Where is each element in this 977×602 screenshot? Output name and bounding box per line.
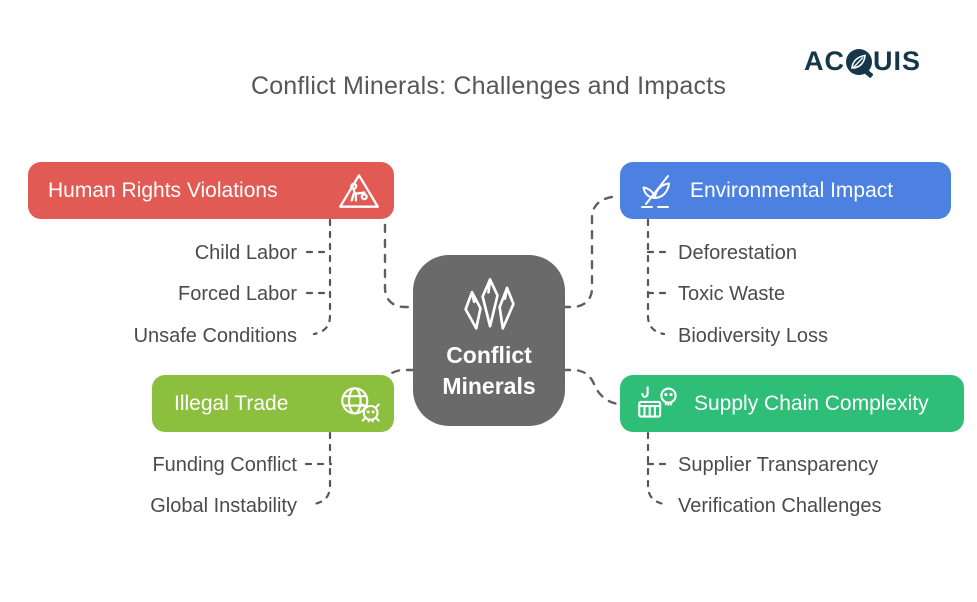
- leaf-funding-conflict: Funding Conflict: [152, 454, 297, 476]
- node-label: Human Rights Violations: [48, 178, 278, 202]
- sprout-cut-icon: [634, 171, 676, 211]
- child-labor-warning-icon: [336, 170, 382, 212]
- center-node-label: Conflict Minerals: [442, 340, 535, 402]
- acquis-logo: AC UIS: [804, 46, 921, 77]
- trunk-human-rights: [312, 218, 332, 336]
- leaf-unsafe-conditions: Unsafe Conditions: [133, 325, 297, 347]
- center-label-line2: Minerals: [442, 373, 536, 399]
- globe-skull-icon: [336, 383, 384, 425]
- node-human-rights-violations: Human Rights Violations: [28, 162, 394, 219]
- trunk-illegal-trade: [312, 431, 332, 506]
- node-supply-chain-complexity: Supply Chain Complexity: [620, 375, 964, 432]
- leaf-child-labor: Child Labor: [194, 242, 297, 264]
- node-label: Supply Chain Complexity: [694, 391, 929, 415]
- leaf-forced-labor: Forced Labor: [178, 283, 297, 305]
- leaf-verification-challenges: Verification Challenges: [678, 495, 882, 517]
- node-label: Illegal Trade: [174, 391, 289, 415]
- node-illegal-trade: Illegal Trade: [152, 375, 394, 432]
- page-title: Conflict Minerals: Challenges and Impact…: [250, 72, 727, 100]
- leaf-biodiversity-loss: Biodiversity Loss: [678, 325, 829, 347]
- logo-text-right: UIS: [872, 46, 921, 76]
- crane-skull-icon: [633, 383, 681, 425]
- node-environmental-impact: Environmental Impact: [620, 162, 951, 219]
- leaf-deforestation: Deforestation: [678, 242, 797, 264]
- leaf-supplier-transparency: Supplier Transparency: [678, 454, 879, 476]
- node-conflict-minerals: Conflict Minerals: [413, 255, 565, 426]
- center-label-line1: Conflict: [446, 342, 532, 368]
- connector-center-supply-chain: [561, 368, 620, 406]
- leaf-global-instability: Global Instability: [150, 495, 297, 517]
- logo-leaf-q-icon: [845, 48, 872, 75]
- node-label: Environmental Impact: [690, 178, 894, 202]
- crystals-icon: [455, 271, 523, 339]
- leaf-toxic-waste: Toxic Waste: [678, 283, 786, 305]
- logo-text-left: AC: [803, 46, 845, 76]
- trunk-environmental: [646, 218, 666, 336]
- connector-center-environmental: [561, 194, 620, 309]
- trunk-supply-chain: [646, 431, 666, 506]
